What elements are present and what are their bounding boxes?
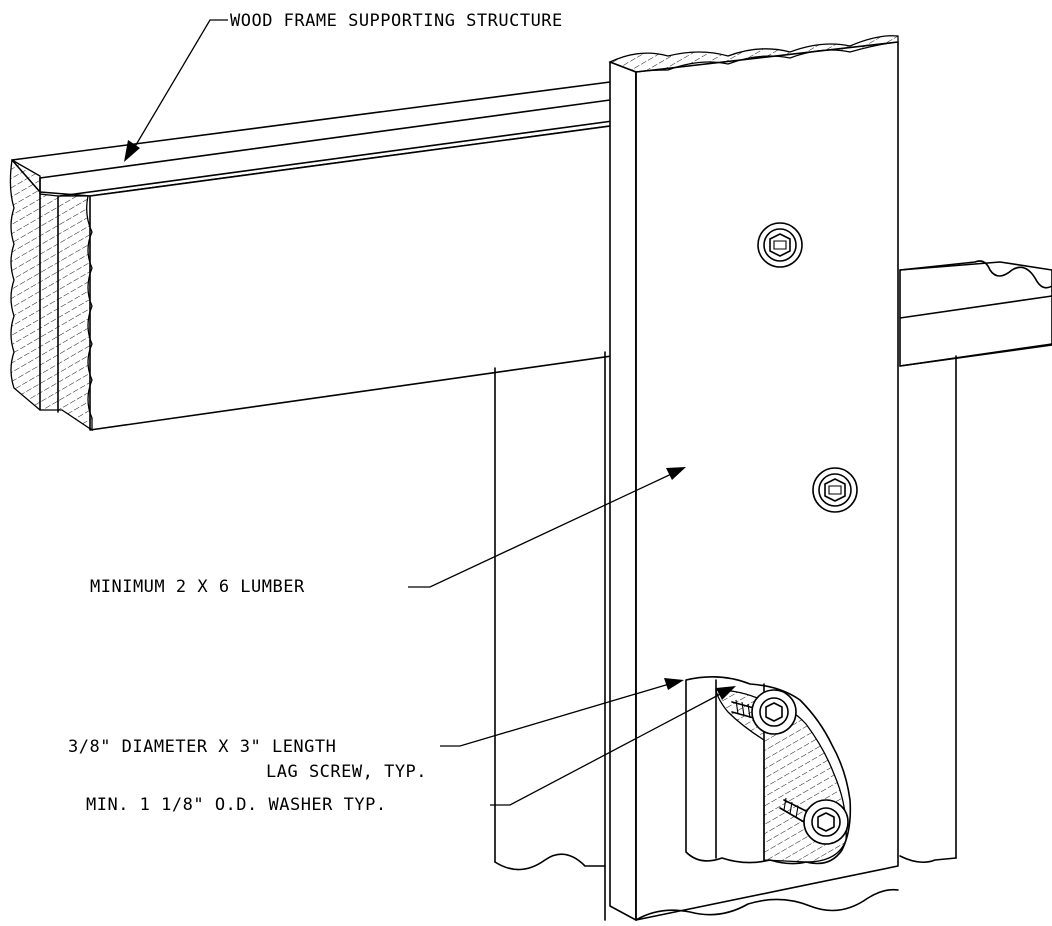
rear-stud-left: [494, 351, 606, 921]
rear-stud-right: [899, 355, 957, 864]
visible-screw-head-middle: [812, 467, 858, 513]
lumber-label-text: MINIMUM 2 X 6 LUMBER: [90, 577, 305, 597]
washer-label-text: MIN. 1 1/8" O.D. WASHER TYP.: [86, 795, 387, 815]
lag-screw-lower: [779, 797, 849, 845]
wood-frame-beam: [9, 81, 641, 432]
visible-screw-head-upper: [757, 222, 803, 268]
label-lag-screw: 3/8" DIAMETER X 3" LENGTH LAG SCREW, TYP…: [68, 678, 684, 782]
wood-frame-label-text: WOOD FRAME SUPPORTING STRUCTURE: [230, 11, 563, 31]
lumber-top-section: [608, 35, 899, 73]
beam-end-section: [9, 158, 93, 432]
lag-screw-label-line1: 3/8" DIAMETER X 3" LENGTH: [68, 737, 336, 757]
lag-screw-label-line2: LAG SCREW, TYP.: [266, 762, 427, 782]
label-wood-frame: WOOD FRAME SUPPORTING STRUCTURE: [124, 11, 563, 162]
hex-socket-head-icon: [773, 240, 787, 250]
label-washer: MIN. 1 1/8" O.D. WASHER TYP.: [86, 686, 736, 815]
background-beam-right: [899, 260, 1052, 367]
label-lumber: MINIMUM 2 X 6 LUMBER: [90, 467, 686, 597]
lag-screw-upper: [731, 689, 797, 735]
hex-socket-head-icon: [828, 485, 842, 495]
